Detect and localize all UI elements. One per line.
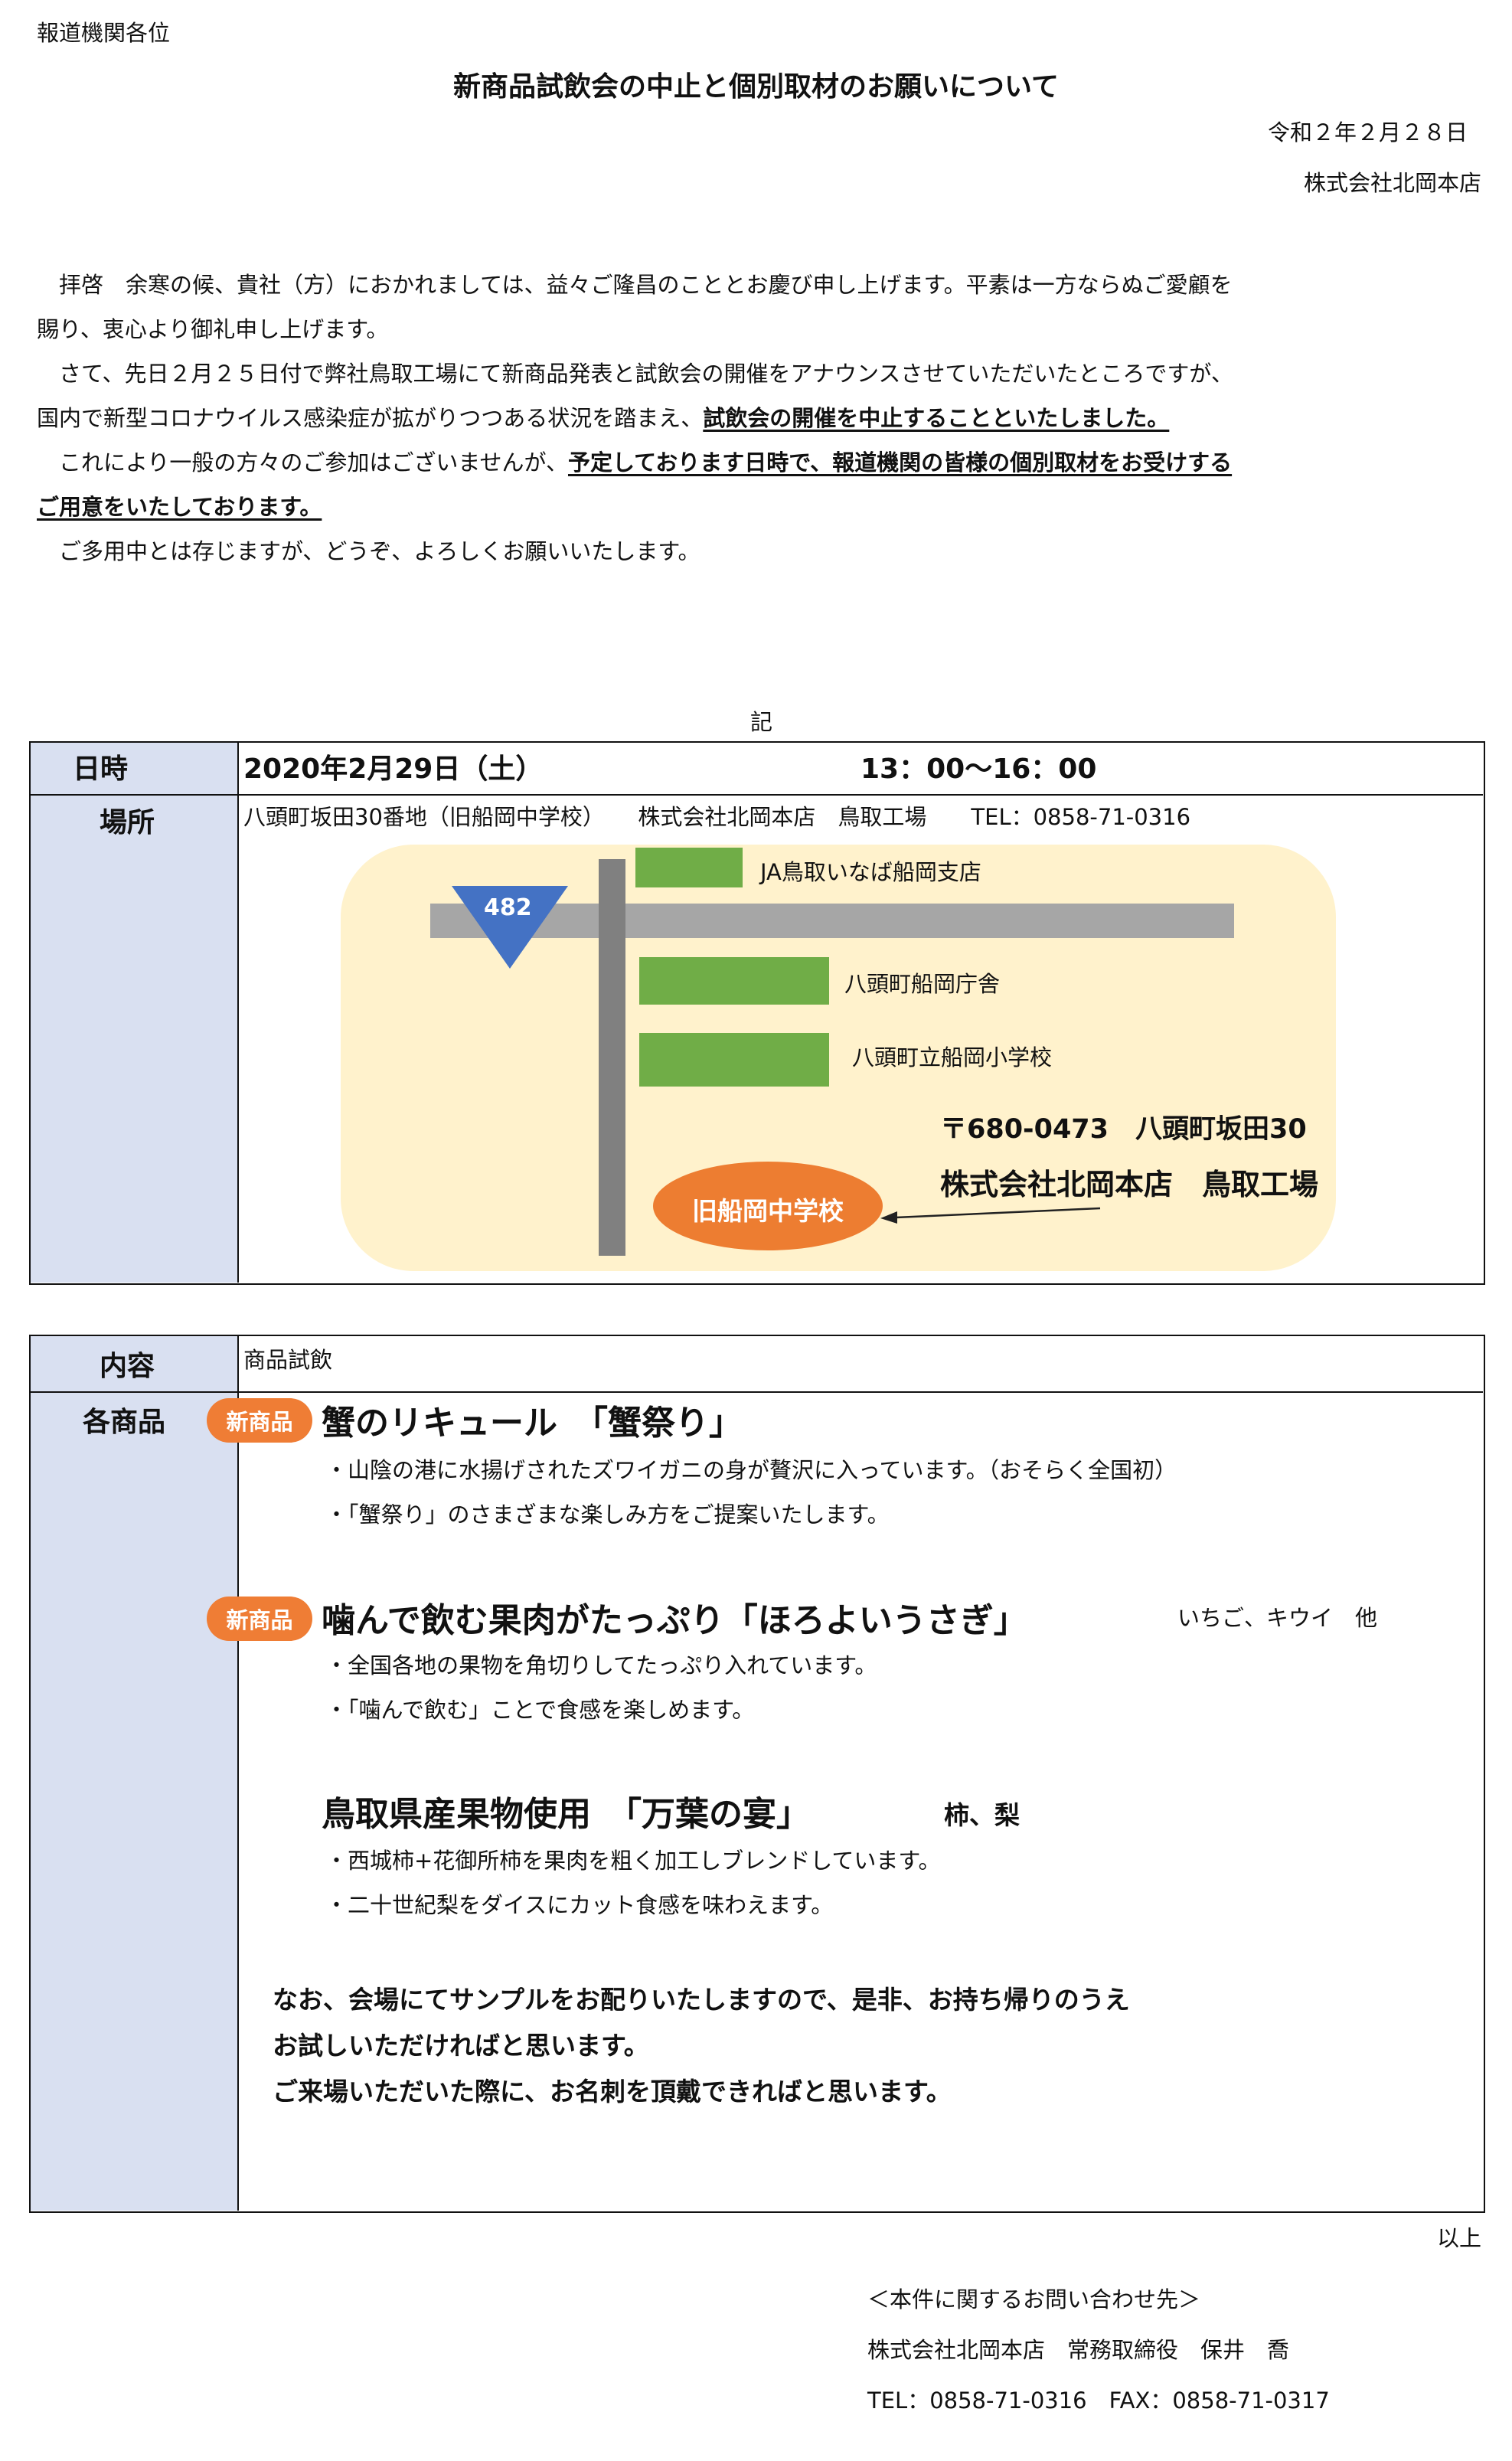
map-label-ja: JA鳥取いなば船岡支店 xyxy=(760,859,981,885)
route-number: 482 xyxy=(484,894,532,921)
road-vertical xyxy=(599,859,625,1256)
content-value: 商品試飲 xyxy=(243,1347,333,1373)
body-paragraph-1: 拝啓 余寒の候、貴社（方）におかれましては、益々ご隆昌のこととお慶び申し上げます… xyxy=(37,263,1476,351)
body-paragraph-3: これにより一般の方々のご参加はございませんが、予定しております日時で、報道機関の… xyxy=(37,440,1476,529)
body-paragraph-2: さて、先日２月２５日付で弊社鳥取工場にて新商品発表と試飲会の開催をアナウンスさせ… xyxy=(37,351,1476,440)
factory-address: 〒680-0473 八頭町坂田30 xyxy=(940,1114,1307,1145)
venue-marker xyxy=(653,1162,883,1250)
contact-phone-fax: TEL：0858-71-0316 FAX：0858-71-0317 xyxy=(867,2387,1330,2414)
pointer-arrowhead-icon xyxy=(880,1211,897,1224)
contact-heading: ＜本件に関するお問い合わせ先＞ xyxy=(867,2286,1201,2312)
building-ja xyxy=(635,848,743,887)
time-value: 13：00～16：00 xyxy=(861,753,1097,785)
product-3-bullet-1: ・西城柿+花御所柿を果肉を粗く加工しブレンドしています。 xyxy=(325,1848,941,1874)
column-divider xyxy=(237,743,239,1283)
product-2-bullet-1: ・全国各地の果物を角切りしてたっぷり入れています。 xyxy=(325,1652,877,1678)
date-value: 2020年2月29日（土） xyxy=(243,753,544,785)
body-line: さて、先日２月２５日付で弊社鳥取工場にて新商品発表と試飲会の開催をアナウンスさせ… xyxy=(37,361,1233,387)
product-3-bullet-2: ・二十世紀梨をダイスにカット食感を味わえます。 xyxy=(325,1892,834,1918)
document-title: 新商品試飲会の中止と個別取材のお願いについて xyxy=(453,71,1059,103)
body-line: 国内で新型コロナウイルス感染症が拡がりつつある状況を踏まえ、試飲会の開催を中止す… xyxy=(37,396,1476,440)
map-label-school: 八頭町立船岡小学校 xyxy=(852,1044,1053,1070)
body-line: 拝啓 余寒の候、貴社（方）におかれましては、益々ご隆昌のこととお慶び申し上げます… xyxy=(37,272,1233,298)
interview-notice-cont: ご用意をいたしております。 xyxy=(37,494,322,520)
product-3-name: 鳥取県産果物使用 「万葉の宴」 xyxy=(322,1795,810,1834)
product-3-variants: 柿、梨 xyxy=(944,1800,1020,1830)
closing-ijo: 以上 xyxy=(1436,2225,1481,2251)
sample-note-2: お試しいただければと思います。 xyxy=(273,2031,649,2061)
map-label-office: 八頭町船岡庁舎 xyxy=(844,971,1001,997)
new-product-badge: 新商品 xyxy=(207,1398,312,1443)
body-text: 国内で新型コロナウイルス感染症が拡がりつつある状況を踏まえ、 xyxy=(37,405,704,431)
product-1-bullet-1: ・山陰の港に水揚げされたズワイガニの身が贅沢に入っています。（おそらく全国初） xyxy=(325,1457,1177,1483)
route-marker-icon xyxy=(452,886,568,969)
date-label: 日時 xyxy=(73,753,129,785)
product-2-bullet-2: ・「噛んで飲む」ことで食感を楽しめます。 xyxy=(325,1697,755,1723)
content-label: 内容 xyxy=(100,1351,155,1382)
body-paragraph-4: ご多用中とは存じますが、どうぞ、よろしくお願いいたします。 xyxy=(37,538,700,564)
schedule-table xyxy=(29,741,1485,1285)
row-divider xyxy=(31,1391,1483,1393)
addressee: 報道機関各位 xyxy=(37,20,171,46)
sample-note-1: なお、会場にてサンプルをお配りいたしますので、是非、お持ち帰りのうえ xyxy=(273,1985,1130,2015)
body-line: これにより一般の方々のご参加はございませんが、予定しております日時で、報道機関の… xyxy=(37,440,1476,485)
building-office xyxy=(639,957,829,1005)
venue-pointer xyxy=(895,1207,1101,1219)
product-1-bullet-2: ・「蟹祭り」のさまざまな楽しみ方をご提案いたします。 xyxy=(325,1502,890,1528)
product-2-name: 噛んで飲む果肉がたっぷり「ほろよいうさぎ」 xyxy=(322,1601,1027,1640)
product-2-variants: いちご、キウイ 他 xyxy=(1177,1605,1378,1631)
content-label-column xyxy=(31,1336,237,2211)
place-value: 八頭町坂田30番地（旧船岡中学校） 株式会社北岡本店 鳥取工場 TEL：0858… xyxy=(243,804,1191,830)
issuing-company: 株式会社北岡本店 xyxy=(1303,170,1481,196)
schedule-label-column xyxy=(31,743,237,1283)
map-area xyxy=(341,845,1336,1271)
access-map xyxy=(341,845,1336,1271)
column-divider xyxy=(237,1336,239,2211)
venue-label: 旧船岡中学校 xyxy=(692,1196,844,1226)
body-line: 賜り、衷心より御礼申し上げます。 xyxy=(37,316,389,342)
cancellation-notice: 試飲会の開催を中止することといたしました。 xyxy=(703,405,1170,431)
new-product-badge: 新商品 xyxy=(207,1597,312,1641)
contact-name: 株式会社北岡本店 常務取締役 保井 喬 xyxy=(867,2337,1290,2363)
products-label: 各商品 xyxy=(83,1407,166,1438)
content-table xyxy=(29,1335,1485,2213)
place-label: 場所 xyxy=(100,807,155,838)
document-date: 令和２年２月２８日 xyxy=(1267,119,1468,145)
road-horizontal xyxy=(430,904,1234,938)
body-text: これにより一般の方々のご参加はございませんが、 xyxy=(37,449,568,476)
product-1-name: 蟹のリキュール 「蟹祭り」 xyxy=(322,1404,743,1443)
interview-notice: 予定しております日時で、報道機関の皆様の個別取材をお受けする xyxy=(567,449,1233,476)
business-card-note: ご来場いただいた際に、お名刺を頂戴できればと思います。 xyxy=(273,2077,952,2106)
factory-name: 株式会社北岡本店 鳥取工場 xyxy=(940,1168,1319,1201)
row-divider xyxy=(31,794,1483,796)
ki-mark: 記 xyxy=(750,709,773,735)
building-school xyxy=(639,1033,829,1087)
